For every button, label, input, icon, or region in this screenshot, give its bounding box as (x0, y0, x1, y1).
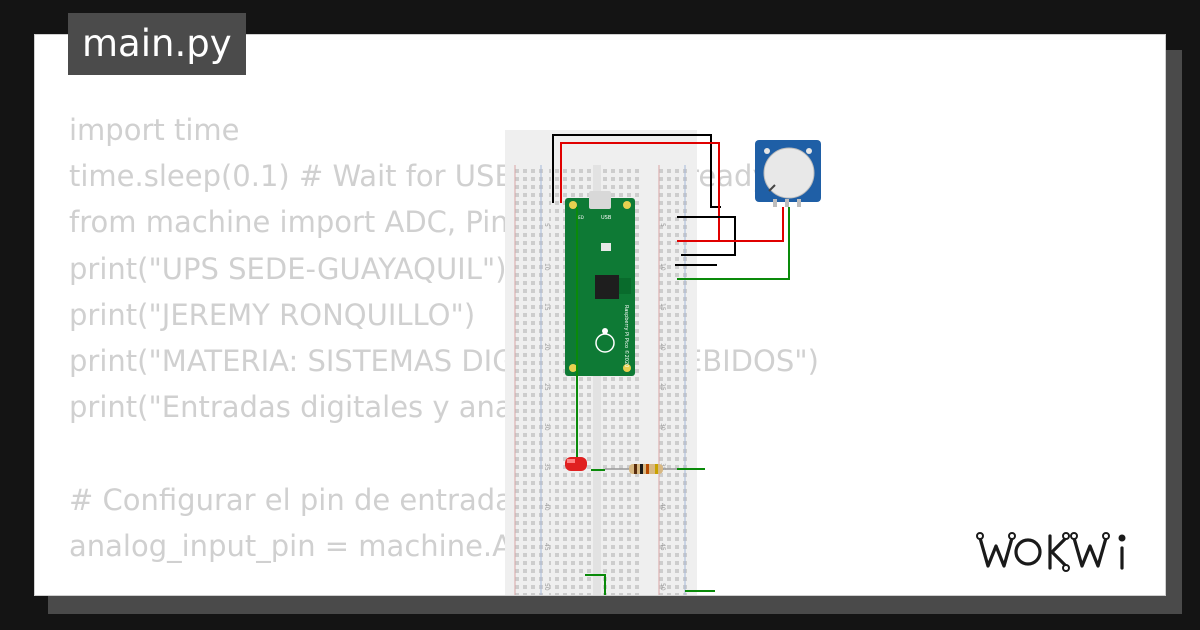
code-line: import time (69, 113, 240, 147)
breadboard (505, 130, 697, 595)
pico-board: USB LED Raspberry Pi Pico ©2020 (565, 191, 635, 376)
row-number: 25 (659, 383, 666, 391)
row-number: 35 (543, 463, 550, 471)
resistor (605, 464, 677, 474)
code-line: print("JEREMY RONQUILLO") (69, 297, 476, 332)
row-number: 10 (543, 263, 550, 271)
row-number: 30 (659, 423, 666, 431)
row-number: 5 (659, 223, 666, 227)
row-number: 10 (659, 263, 666, 271)
row-number: 40 (659, 503, 666, 511)
led (565, 457, 587, 471)
row-number: 15 (659, 303, 666, 311)
code-line: from machine import ADC, Pin (69, 205, 509, 240)
file-tab[interactable]: main.py (68, 13, 246, 75)
row-number: 15 (543, 303, 550, 311)
code-line: print("UPS SEDE-GUAYAQUIL") (69, 251, 507, 286)
row-number: 40 (543, 503, 550, 511)
led-label: LED (576, 215, 584, 220)
row-number: 30 (543, 423, 550, 431)
row-number: 45 (659, 543, 666, 551)
wokwi-logo (976, 532, 1126, 572)
row-number: 45 (543, 543, 550, 551)
row-number: 50 (543, 583, 550, 591)
board-label: Raspberry Pi Pico ©2020 (623, 305, 630, 367)
circuit-diagram: 5 10 15 20 25 30 35 40 45 50 5 10 15 20 … (505, 130, 821, 595)
potentiometer (755, 140, 821, 207)
usb-label: USB (601, 215, 612, 221)
row-number: 50 (659, 583, 666, 591)
row-number: 20 (543, 343, 550, 351)
row-number: 25 (543, 383, 550, 391)
row-number: 20 (659, 343, 666, 351)
row-number: 5 (543, 223, 550, 227)
